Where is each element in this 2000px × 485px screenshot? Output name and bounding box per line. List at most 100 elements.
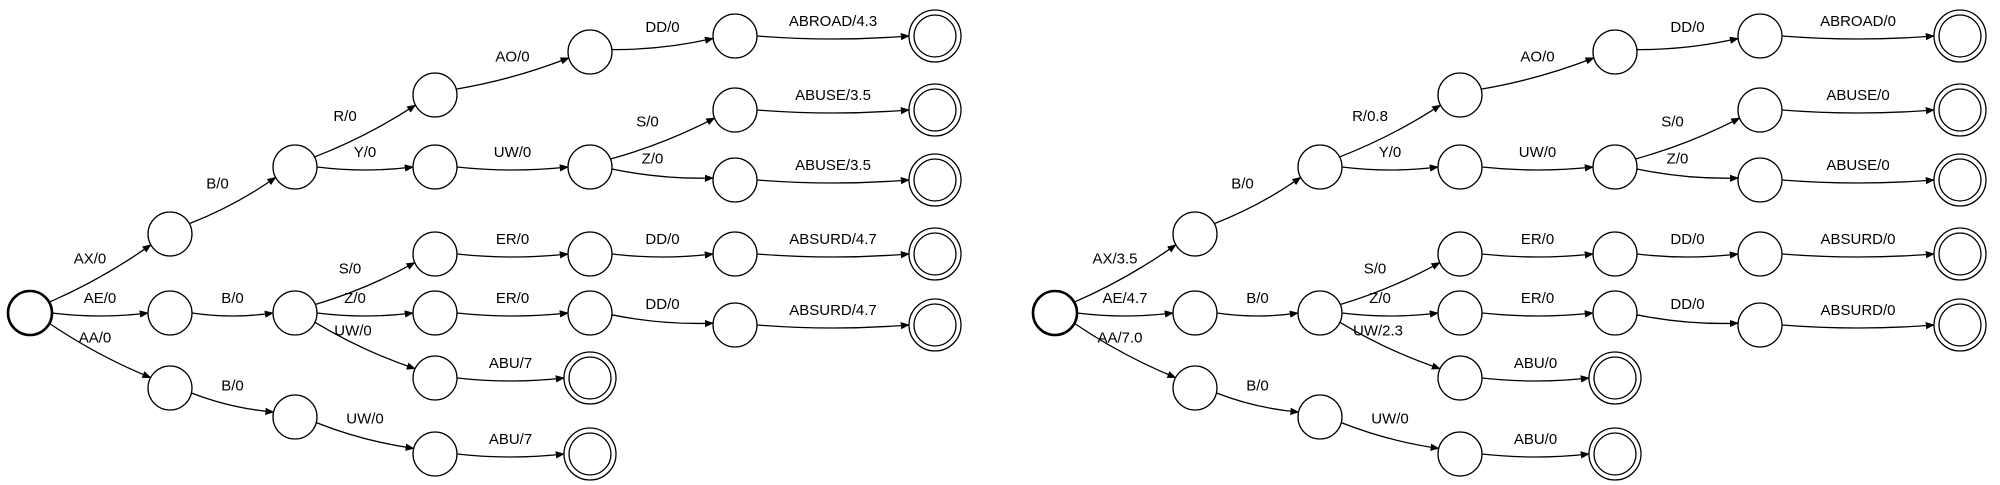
state [1297, 144, 1343, 190]
state [567, 29, 613, 75]
transition-arrow [1481, 451, 1590, 459]
transition-label: AX/3.5 [1092, 251, 1137, 268]
transition-label: Z/0 [1369, 290, 1391, 307]
transition-label: B/0 [1231, 176, 1254, 193]
transition-arrow [756, 177, 910, 185]
transition-arrow [611, 314, 714, 328]
transition-label: UW/0 [1519, 144, 1557, 161]
transition-arrow [1481, 375, 1590, 383]
state [1592, 231, 1638, 277]
transition-label: AE/4.7 [1102, 290, 1147, 307]
transition-label: AO/0 [1520, 49, 1554, 66]
transition-label: R/0 [333, 108, 356, 125]
final-state-inner [1938, 88, 1982, 132]
transition-label: ABU/0 [1514, 431, 1557, 448]
transition-arrow [49, 322, 152, 379]
transition-arrow [1340, 261, 1441, 306]
transition-label: S/0 [339, 261, 362, 278]
transition-label: ER/0 [1521, 231, 1554, 248]
start-state [1031, 289, 1079, 337]
transition-arrow [610, 117, 716, 160]
transition-label: ABU/0 [1514, 355, 1557, 372]
transition-arrow [1074, 322, 1177, 379]
transition-arrow [756, 33, 910, 41]
transition-label: AA/0 [79, 330, 112, 347]
transition-arrow [1636, 168, 1739, 182]
transition-arrow [1076, 310, 1174, 318]
transition-label: S/0 [1661, 114, 1684, 131]
state [1437, 72, 1483, 118]
transition-label: AO/0 [495, 49, 529, 66]
state [1737, 231, 1783, 277]
transition-label: B/0 [221, 378, 244, 395]
transition-arrow [191, 392, 275, 415]
final-state-inner [1938, 158, 1982, 202]
transition-label: AX/0 [74, 251, 107, 268]
transition-label: DD/0 [645, 231, 679, 248]
transition-arrow [1635, 117, 1741, 160]
transition-arrow [1781, 177, 1935, 185]
transition-arrow [1216, 310, 1299, 318]
transition-label: DD/0 [1670, 296, 1704, 313]
transition-label: ABU/7 [489, 355, 532, 372]
transition-arrow [1781, 107, 1935, 115]
state [1437, 144, 1483, 190]
transition-label: DD/0 [1670, 19, 1704, 36]
transition-arrow [756, 251, 910, 259]
transition-label: Y/0 [1379, 144, 1402, 161]
final-state-inner [568, 432, 612, 476]
transition-label: AA/7.0 [1097, 330, 1142, 347]
transition-arrow [456, 251, 569, 259]
transition-arrow [1341, 164, 1439, 172]
transition-label: ABSURD/4.7 [789, 302, 877, 319]
state [272, 144, 318, 190]
state [567, 144, 613, 190]
transition-label: ABU/7 [489, 431, 532, 448]
transition-arrow [1781, 251, 1935, 259]
state [712, 157, 758, 203]
transition-label: R/0.8 [1352, 108, 1388, 125]
transition-arrow [1341, 310, 1439, 318]
state [1172, 365, 1218, 411]
transition-arrow [1481, 251, 1594, 259]
state [567, 231, 613, 277]
final-state-inner [1593, 432, 1637, 476]
transition-label: ER/0 [496, 290, 529, 307]
transition-arrow [611, 168, 714, 182]
transition-arrow [1636, 36, 1740, 51]
state [1172, 290, 1218, 336]
transition-label: ABUSE/3.5 [795, 87, 871, 104]
final-state-inner [568, 356, 612, 400]
transition-arrow [456, 375, 565, 383]
transition-arrow [456, 57, 570, 90]
transition-label: UW/2.3 [1353, 323, 1403, 340]
state [412, 431, 458, 477]
transition-label: ABUSE/0 [1826, 157, 1889, 174]
transition-label: ABSURD/0 [1820, 302, 1895, 319]
state [1592, 290, 1638, 336]
state [712, 302, 758, 348]
transition-arrow [1339, 321, 1441, 370]
transition-arrow [1781, 33, 1935, 41]
state [1297, 290, 1343, 336]
transition-arrow [1216, 392, 1300, 415]
transition-label: UW/0 [334, 323, 372, 340]
transition-arrow [1214, 176, 1302, 225]
state [1737, 13, 1783, 59]
transition-label: ABSURD/4.7 [789, 231, 877, 248]
state [412, 231, 458, 277]
transition-arrow [1481, 164, 1594, 172]
final-state-inner [913, 303, 957, 347]
state [1592, 144, 1638, 190]
state [1592, 29, 1638, 75]
transition-label: ER/0 [1521, 290, 1554, 307]
state [1172, 211, 1218, 257]
final-state-inner [913, 158, 957, 202]
state [1437, 355, 1483, 401]
transition-arrow [1481, 57, 1595, 90]
transition-label: UW/0 [1371, 411, 1409, 428]
transition-label: ABROAD/0 [1820, 13, 1896, 30]
state [272, 394, 318, 440]
